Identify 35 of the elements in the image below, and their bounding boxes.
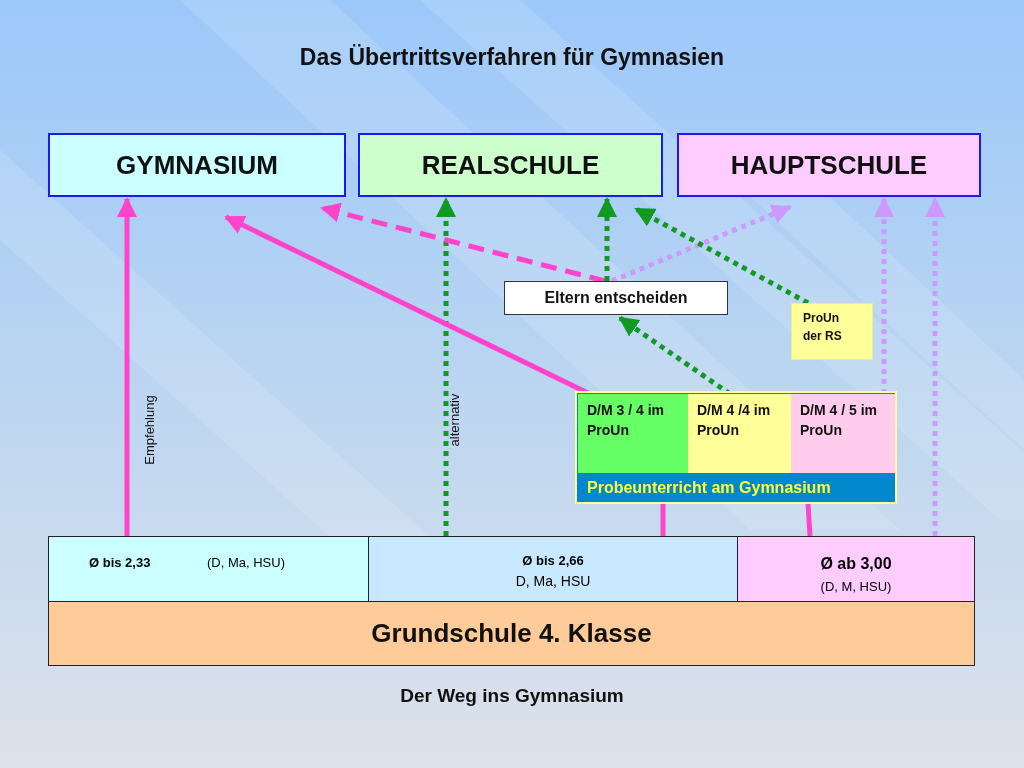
grade-average: Ø bis 2,66 xyxy=(521,553,585,568)
decision-box xyxy=(504,281,728,315)
grade-cell xyxy=(578,394,688,473)
node-label: D/M 3 / 4 im ProUn xyxy=(586,401,666,440)
node-label: Grundschule 4. Klasse xyxy=(370,617,653,650)
primary-school-bar xyxy=(48,601,975,666)
node-label: HAUPTSCHULE xyxy=(729,148,929,182)
title: Das Übertrittsverfahren für Gymnasien xyxy=(298,44,726,71)
school-type-box xyxy=(358,133,663,197)
subjects-text: (D, Ma, HSU) xyxy=(207,555,285,570)
node-label: Eltern entscheiden xyxy=(543,288,689,308)
edge-label: Empfehlung xyxy=(141,394,158,467)
connector-line xyxy=(805,503,813,537)
subjects-text: (D, M, HSU) xyxy=(819,579,893,594)
node-label: ProUn der RS xyxy=(802,310,843,345)
grade-average: Ø bis 2,33 xyxy=(89,555,151,570)
caption: Der Weg ins Gymnasium xyxy=(399,685,625,707)
grade-cell xyxy=(688,394,791,473)
node-label: D/M 4 / 5 im ProUn xyxy=(799,401,879,440)
grade-cell xyxy=(791,394,895,473)
node-label: Probeunterricht am Gymnasium xyxy=(587,479,831,497)
grade-range-box xyxy=(368,536,738,602)
trial-lessons-panel xyxy=(575,391,897,504)
school-type-box xyxy=(677,133,981,197)
grade-average: Ø ab 3,00 xyxy=(819,555,893,573)
node-label: D/M 4 /4 im ProUn xyxy=(696,401,772,440)
node-label: REALSCHULE xyxy=(420,148,601,182)
subjects-text: D, Ma, HSU xyxy=(514,573,592,589)
info-box xyxy=(791,303,873,360)
grade-range-box xyxy=(48,536,369,602)
grade-range-box xyxy=(737,536,975,602)
school-type-box xyxy=(48,133,346,197)
edge-label: alternativ xyxy=(446,392,463,449)
node-label: GYMNASIUM xyxy=(115,148,279,182)
connector-line xyxy=(660,504,666,536)
